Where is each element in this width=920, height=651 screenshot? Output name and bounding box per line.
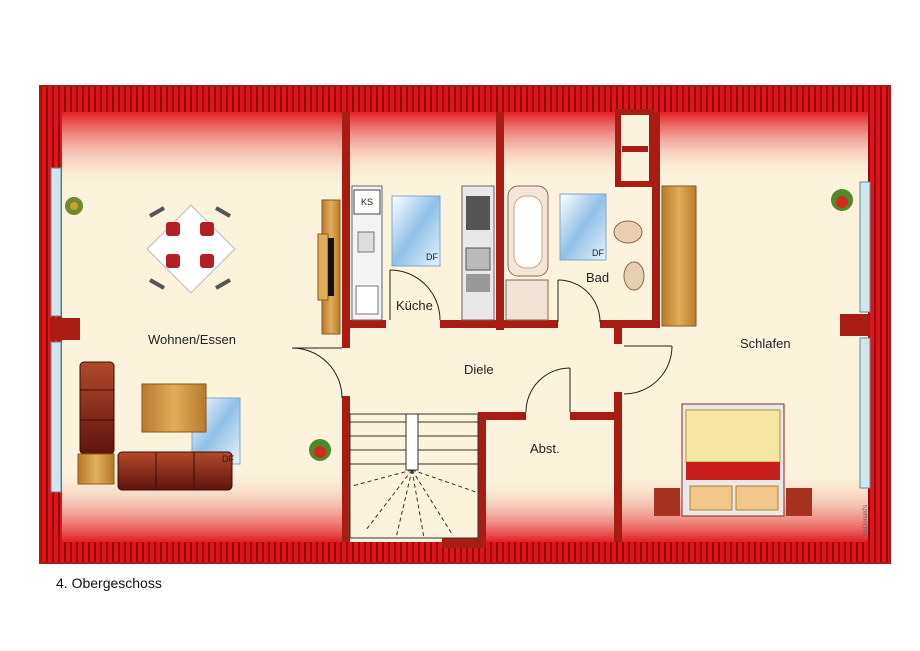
kitchen-counter [351, 185, 495, 321]
skylight-label-living: DF [222, 454, 234, 464]
bathroom-fixtures [505, 185, 645, 321]
room-label-bad: Bad [586, 270, 610, 285]
plant-icons [65, 189, 853, 461]
credit-text: McDonald's [863, 504, 869, 536]
wardrobe [661, 185, 697, 327]
coffee-table [141, 383, 207, 433]
skylight-label-kitchen: DF [426, 252, 438, 262]
skylight-label-bath: DF [592, 248, 604, 258]
tv-cabinet [317, 199, 341, 335]
room-label-abst: Abst. [530, 441, 560, 456]
double-bed [654, 403, 812, 517]
room-label-kueche: Küche [396, 298, 433, 313]
door-swings [291, 269, 673, 413]
side-table [77, 453, 115, 485]
room-label-wohnen: Wohnen/Essen [148, 332, 236, 347]
floor-caption: 4. Obergeschoss [56, 575, 162, 591]
windows [50, 167, 871, 493]
room-label-schlafen: Schlafen [740, 336, 791, 351]
fridge-label: KS [361, 197, 374, 207]
room-label-diele: Diele [464, 362, 494, 377]
staircase [349, 413, 479, 539]
dining-table [146, 204, 236, 294]
